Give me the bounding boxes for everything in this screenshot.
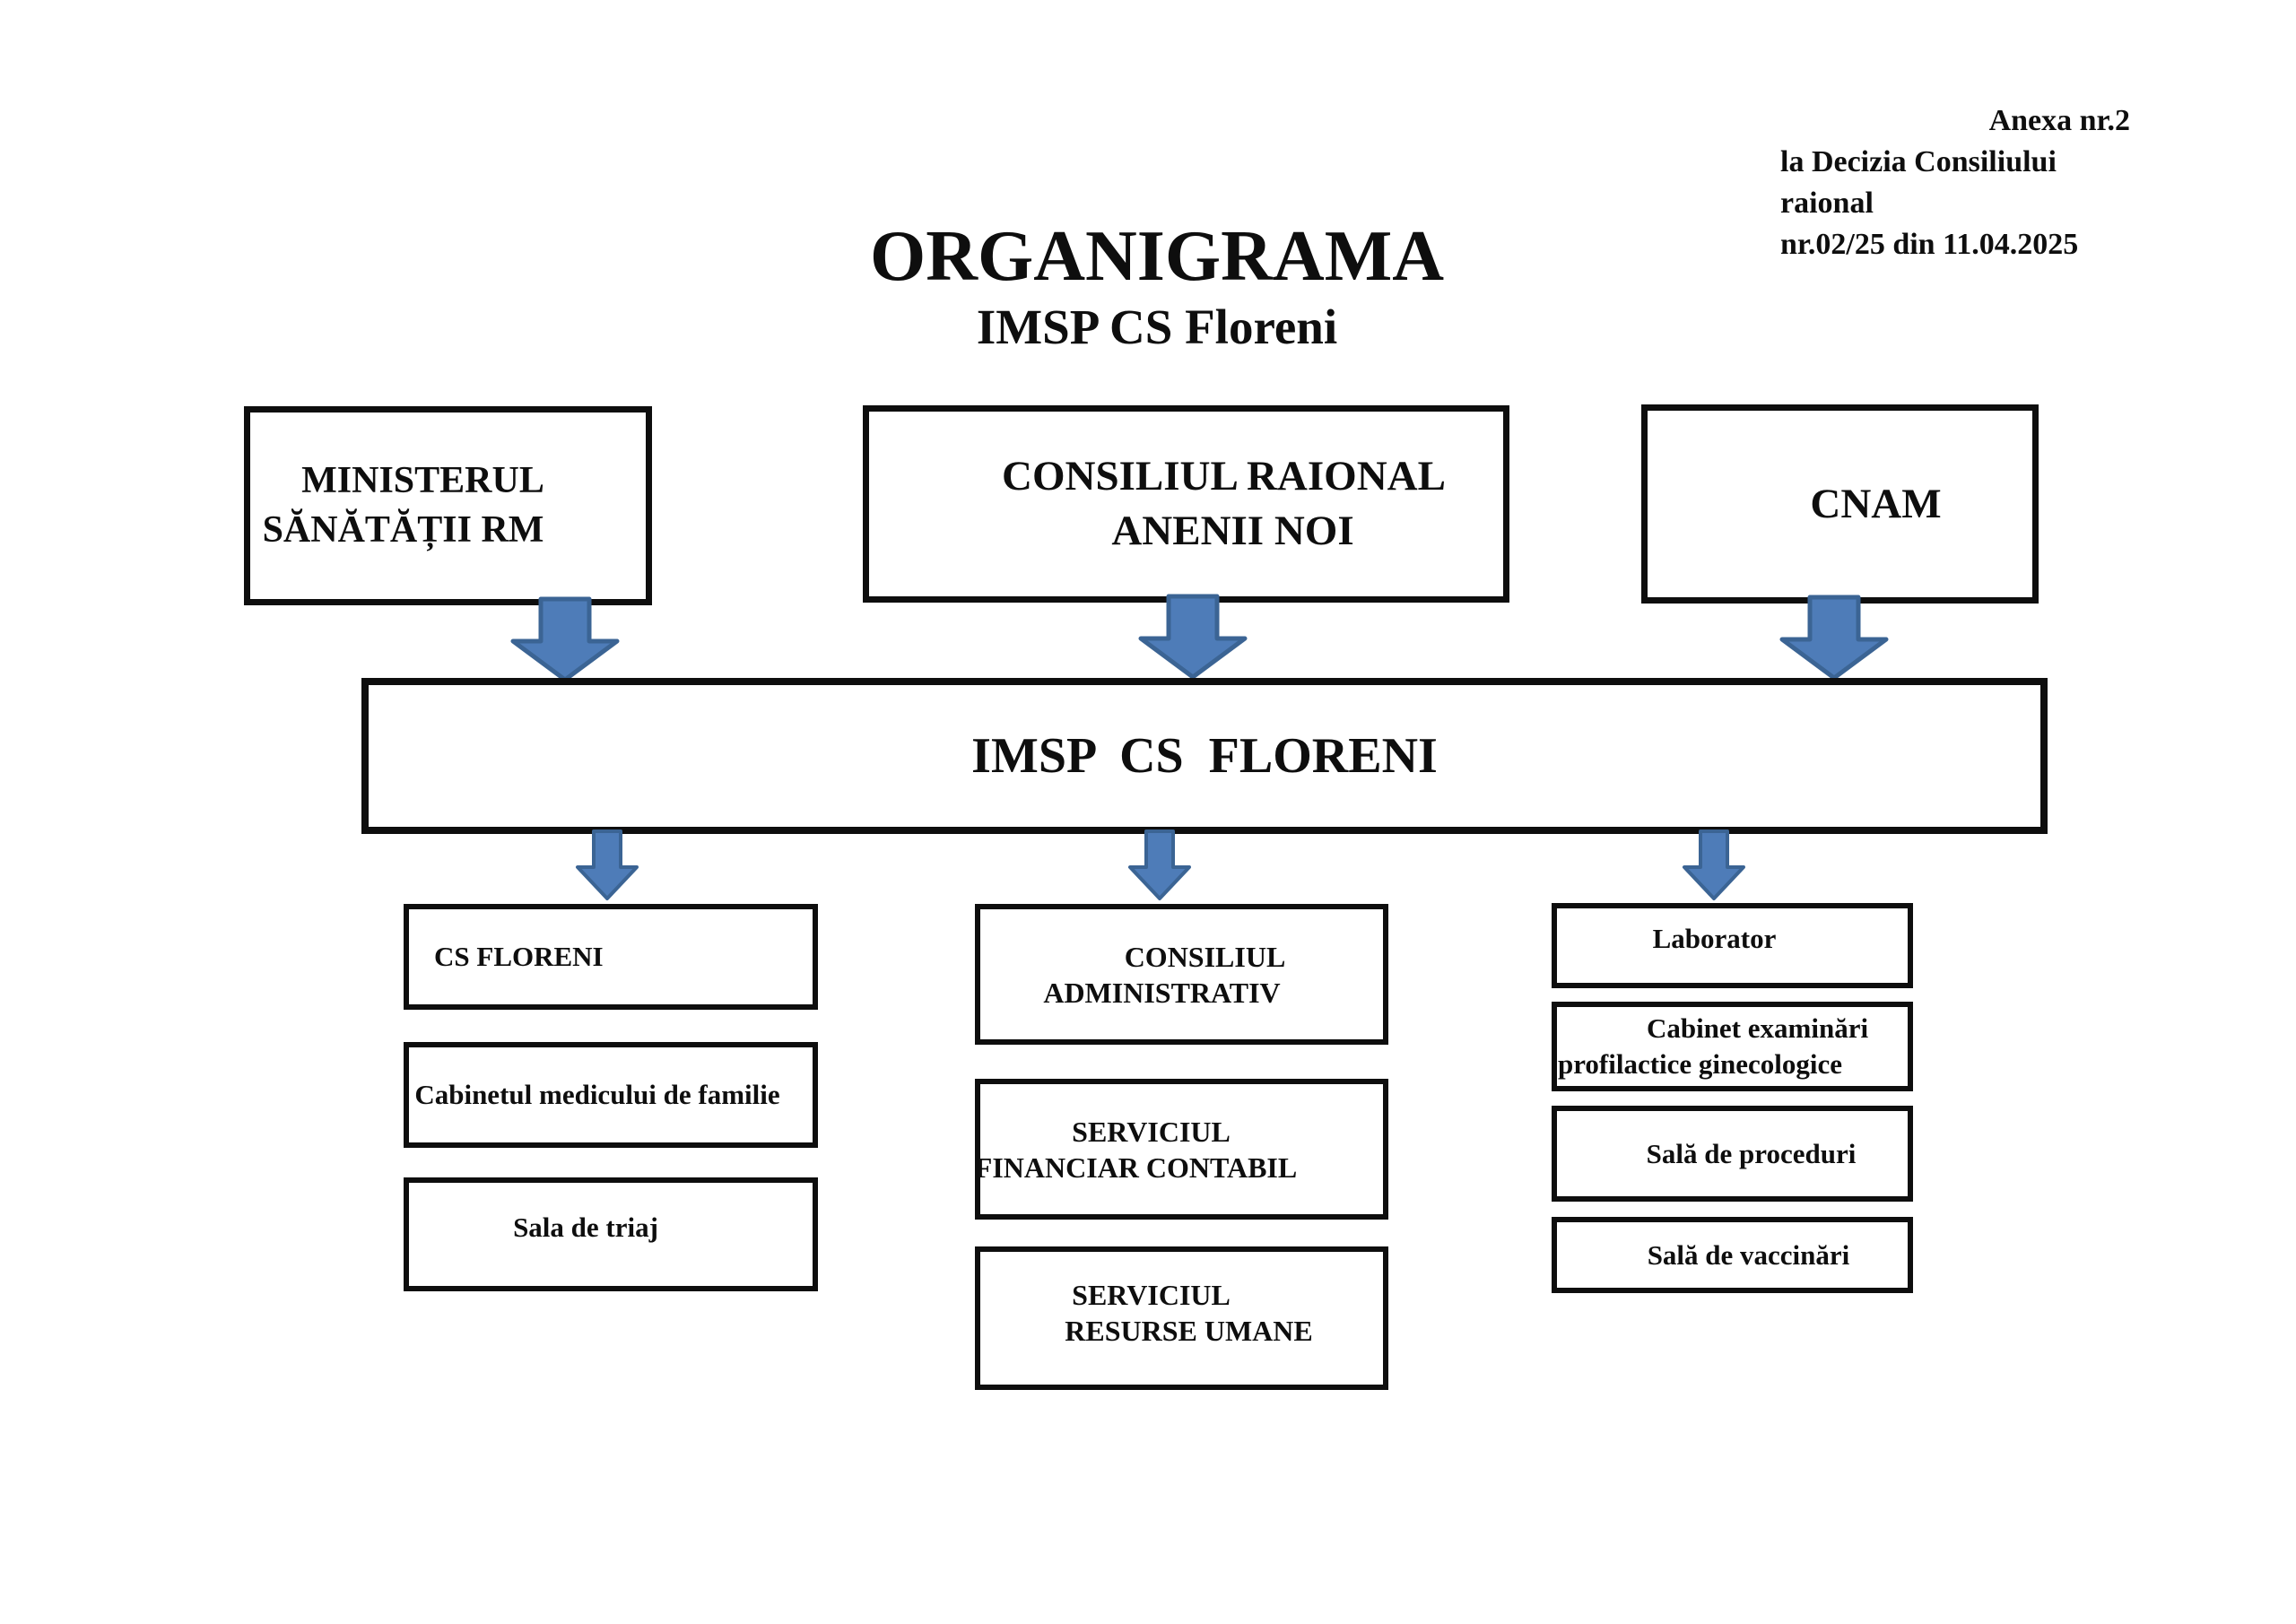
org-box-label: CNAM bbox=[1810, 480, 1942, 527]
org-box-label: CONSILIUL bbox=[1124, 940, 1286, 973]
org-box-label: IMSP CS FLORENI bbox=[971, 728, 1438, 784]
org-box-label: ADMINISTRATIV bbox=[1043, 976, 1281, 1009]
org-box-sala-de-triaj: Sala de triaj bbox=[404, 1177, 818, 1291]
org-box-label: MINISTERUL bbox=[301, 460, 544, 501]
org-box-label: profilactice ginecologice bbox=[1557, 1048, 1843, 1080]
org-box-cabinetul-medicului-de-familie: Cabinetul medicului de familie bbox=[404, 1042, 818, 1148]
org-box-label: SĂNĂTĂȚII RM bbox=[262, 509, 544, 551]
org-box-serviciul-financiar-contabil: SERVICIUL FINANCIAR CONTABIL bbox=[975, 1079, 1388, 1220]
down-arrow-icon bbox=[1683, 829, 1745, 900]
down-arrow-icon bbox=[1779, 595, 1889, 681]
down-arrow-icon bbox=[1138, 594, 1248, 680]
page-subtitle: IMSP CS Floreni bbox=[976, 300, 1338, 354]
down-arrow-icon bbox=[1128, 829, 1191, 900]
down-arrow-icon bbox=[576, 829, 639, 900]
org-box-label: FINANCIAR CONTABIL bbox=[974, 1151, 1298, 1184]
org-box-serviciul-resurse-umane: SERVICIUL RESURSE UMANE bbox=[975, 1246, 1388, 1390]
org-box-label: CONSILIUL RAIONAL bbox=[1002, 453, 1446, 499]
org-box-consiliul-administrativ: CONSILIUL ADMINISTRATIV bbox=[975, 904, 1388, 1045]
org-box-cabinet-examinari-ginecologice: Cabinet examinări profilactice ginecolog… bbox=[1552, 1002, 1913, 1091]
annotation-block: Anexa nr.2 la Decizia Consiliului raiona… bbox=[1780, 100, 2130, 265]
org-box-label: Cabinet examinări bbox=[1646, 1012, 1869, 1044]
org-box-cs-floreni: CS FLORENI bbox=[404, 904, 818, 1010]
org-box-label: ANENII NOI bbox=[1111, 508, 1354, 554]
org-box-label: SERVICIUL bbox=[1072, 1115, 1231, 1148]
org-box-label: Sala de triaj bbox=[513, 1211, 658, 1243]
org-box-sala-de-proceduri: Sală de proceduri bbox=[1552, 1106, 1913, 1202]
annotation-line: Anexa nr.2 bbox=[1988, 104, 2130, 137]
org-box-ministerul-sanatatii: MINISTERUL SĂNĂTĂȚII RM bbox=[244, 406, 652, 605]
down-arrow-icon bbox=[510, 596, 620, 682]
org-box-laborator: Laborator bbox=[1552, 903, 1913, 988]
org-box-label: RESURSE UMANE bbox=[1065, 1315, 1313, 1347]
org-box-sala-de-vaccinari: Sală de vaccinări bbox=[1552, 1217, 1913, 1293]
org-box-label: Laborator bbox=[1652, 923, 1777, 954]
org-box-cnam: CNAM bbox=[1641, 404, 2039, 604]
org-box-label: Sală de proceduri bbox=[1646, 1137, 1857, 1169]
org-box-label: Sală de vaccinări bbox=[1647, 1238, 1850, 1271]
org-box-consiliul-raional: CONSILIUL RAIONAL ANENII NOI bbox=[863, 405, 1509, 603]
org-box-label: Cabinetul medicului de familie bbox=[414, 1079, 780, 1110]
org-box-label: CS FLORENI bbox=[434, 941, 604, 972]
org-box-imsp-cs-floreni: IMSP CS FLORENI bbox=[361, 678, 2048, 834]
annotation-line: la Decizia Consiliului raional bbox=[1780, 145, 2057, 220]
org-box-label: SERVICIUL bbox=[1072, 1279, 1231, 1311]
annotation-line: nr.02/25 din 11.04.2025 bbox=[1780, 228, 2079, 261]
page-title: ORGANIGRAMA bbox=[870, 217, 1444, 296]
